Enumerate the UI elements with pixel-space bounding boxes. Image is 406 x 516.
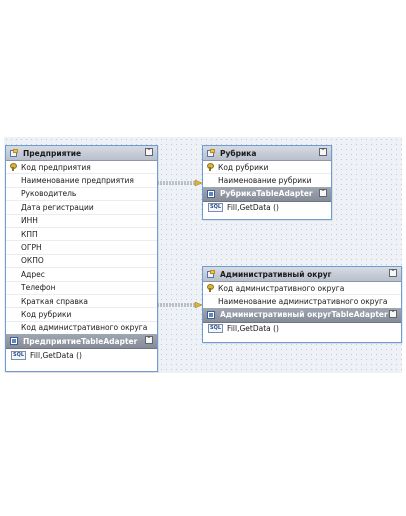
district-table[interactable]: Административный округ ⌃ Код администрат… — [202, 266, 402, 343]
field-label: Код административного округа — [21, 323, 148, 333]
field-label: Код рубрики — [21, 309, 72, 319]
rubric-header[interactable]: Рубрика ⌃ — [203, 146, 331, 161]
field-row[interactable]: ИНН — [6, 215, 157, 228]
field-label: Руководитель — [21, 189, 77, 199]
field-label: Код рубрики — [218, 162, 269, 172]
primary-key-icon — [207, 163, 214, 171]
enterprise-adapter-title: ПредприятиеTableAdapter — [23, 336, 138, 346]
sql-method-icon: SQL — [208, 203, 224, 213]
field-label: Дата регистрации — [21, 202, 94, 212]
enterprise-title: Предприятие — [23, 148, 82, 158]
datatable-icon — [10, 149, 19, 157]
field-row[interactable]: ОКПО — [6, 255, 157, 269]
field-row[interactable]: Наименование рубрики — [203, 174, 331, 186]
collapse-chevron-icon[interactable]: ⌃ — [389, 269, 397, 277]
field-row[interactable]: ОГРН — [6, 241, 157, 255]
datatable-icon — [207, 149, 216, 157]
rubric-adapter-header[interactable]: РубрикаTableAdapter ⌃ — [203, 186, 331, 202]
primary-key-icon — [10, 163, 17, 171]
method-label: Fill,GetData () — [30, 350, 82, 360]
collapse-chevron-icon[interactable]: ⌃ — [389, 309, 397, 318]
relation-enterprise-district[interactable] — [157, 301, 203, 309]
field-label: ОКПО — [21, 256, 44, 266]
adapter-method-row[interactable]: SQL Fill,GetData () — [203, 202, 331, 214]
rubric-title: Рубрика — [220, 148, 257, 158]
field-label: Код предприятия — [21, 162, 91, 172]
adapter-method-row[interactable]: SQL Fill,GetData () — [6, 349, 157, 361]
field-row[interactable]: Код рубрики — [6, 308, 157, 322]
field-row[interactable]: Наименование административного округа — [203, 295, 401, 307]
field-row[interactable]: КПП — [6, 228, 157, 242]
enterprise-table[interactable]: Предприятие ⌃ Код предприятия Наименован… — [5, 145, 158, 372]
sql-method-icon: SQL — [11, 350, 27, 360]
relation-enterprise-rubric[interactable] — [157, 179, 203, 187]
district-adapter-header[interactable]: Административный округTableAdapter ⌃ — [203, 307, 401, 323]
collapse-chevron-icon[interactable]: ⌃ — [145, 336, 153, 345]
field-label: КПП — [21, 229, 38, 239]
collapse-chevron-icon[interactable]: ⌃ — [319, 148, 327, 156]
field-row[interactable]: Дата регистрации — [6, 201, 157, 215]
sql-method-icon: SQL — [208, 324, 224, 334]
field-row[interactable]: Адрес — [6, 268, 157, 282]
district-header[interactable]: Административный округ ⌃ — [203, 267, 401, 282]
tableadapter-icon — [10, 337, 19, 346]
field-row[interactable]: Руководитель — [6, 188, 157, 202]
field-label: Адрес — [21, 269, 45, 279]
field-label: Наименование административного округа — [218, 297, 388, 307]
field-row[interactable]: Наименование предприятия — [6, 174, 157, 188]
rubric-adapter-title: РубрикаTableAdapter — [220, 189, 313, 199]
district-adapter-title: Административный округTableAdapter — [220, 310, 388, 320]
collapse-chevron-icon[interactable]: ⌃ — [145, 148, 153, 156]
district-title: Административный округ — [220, 269, 332, 279]
field-label: Код административного округа — [218, 283, 345, 293]
field-row[interactable]: Краткая справка — [6, 295, 157, 309]
method-label: Fill,GetData () — [227, 324, 279, 334]
field-label: Телефон — [21, 283, 56, 293]
rubric-table[interactable]: Рубрика ⌃ Код рубрики Наименование рубри… — [202, 145, 332, 220]
key-field-row[interactable]: Код предприятия — [6, 161, 157, 175]
enterprise-header[interactable]: Предприятие ⌃ — [6, 146, 157, 161]
tableadapter-icon — [207, 310, 216, 319]
datatable-icon — [207, 270, 216, 278]
method-label: Fill,GetData () — [227, 203, 279, 213]
tableadapter-icon — [207, 189, 216, 198]
field-label: Наименование рубрики — [218, 176, 312, 186]
enterprise-adapter-header[interactable]: ПредприятиеTableAdapter ⌃ — [6, 334, 157, 350]
primary-key-icon — [207, 284, 214, 292]
field-row[interactable]: Код административного округа — [6, 322, 157, 334]
key-field-row[interactable]: Код административного округа — [203, 282, 401, 296]
key-field-row[interactable]: Код рубрики — [203, 161, 331, 175]
adapter-method-row[interactable]: SQL Fill,GetData () — [203, 323, 401, 335]
collapse-chevron-icon[interactable]: ⌃ — [319, 188, 327, 197]
field-label: Краткая справка — [21, 296, 89, 306]
field-label: ОГРН — [21, 243, 42, 253]
field-label: ИНН — [21, 216, 38, 226]
field-label: Наименование предприятия — [21, 176, 134, 186]
field-row[interactable]: Телефон — [6, 282, 157, 295]
